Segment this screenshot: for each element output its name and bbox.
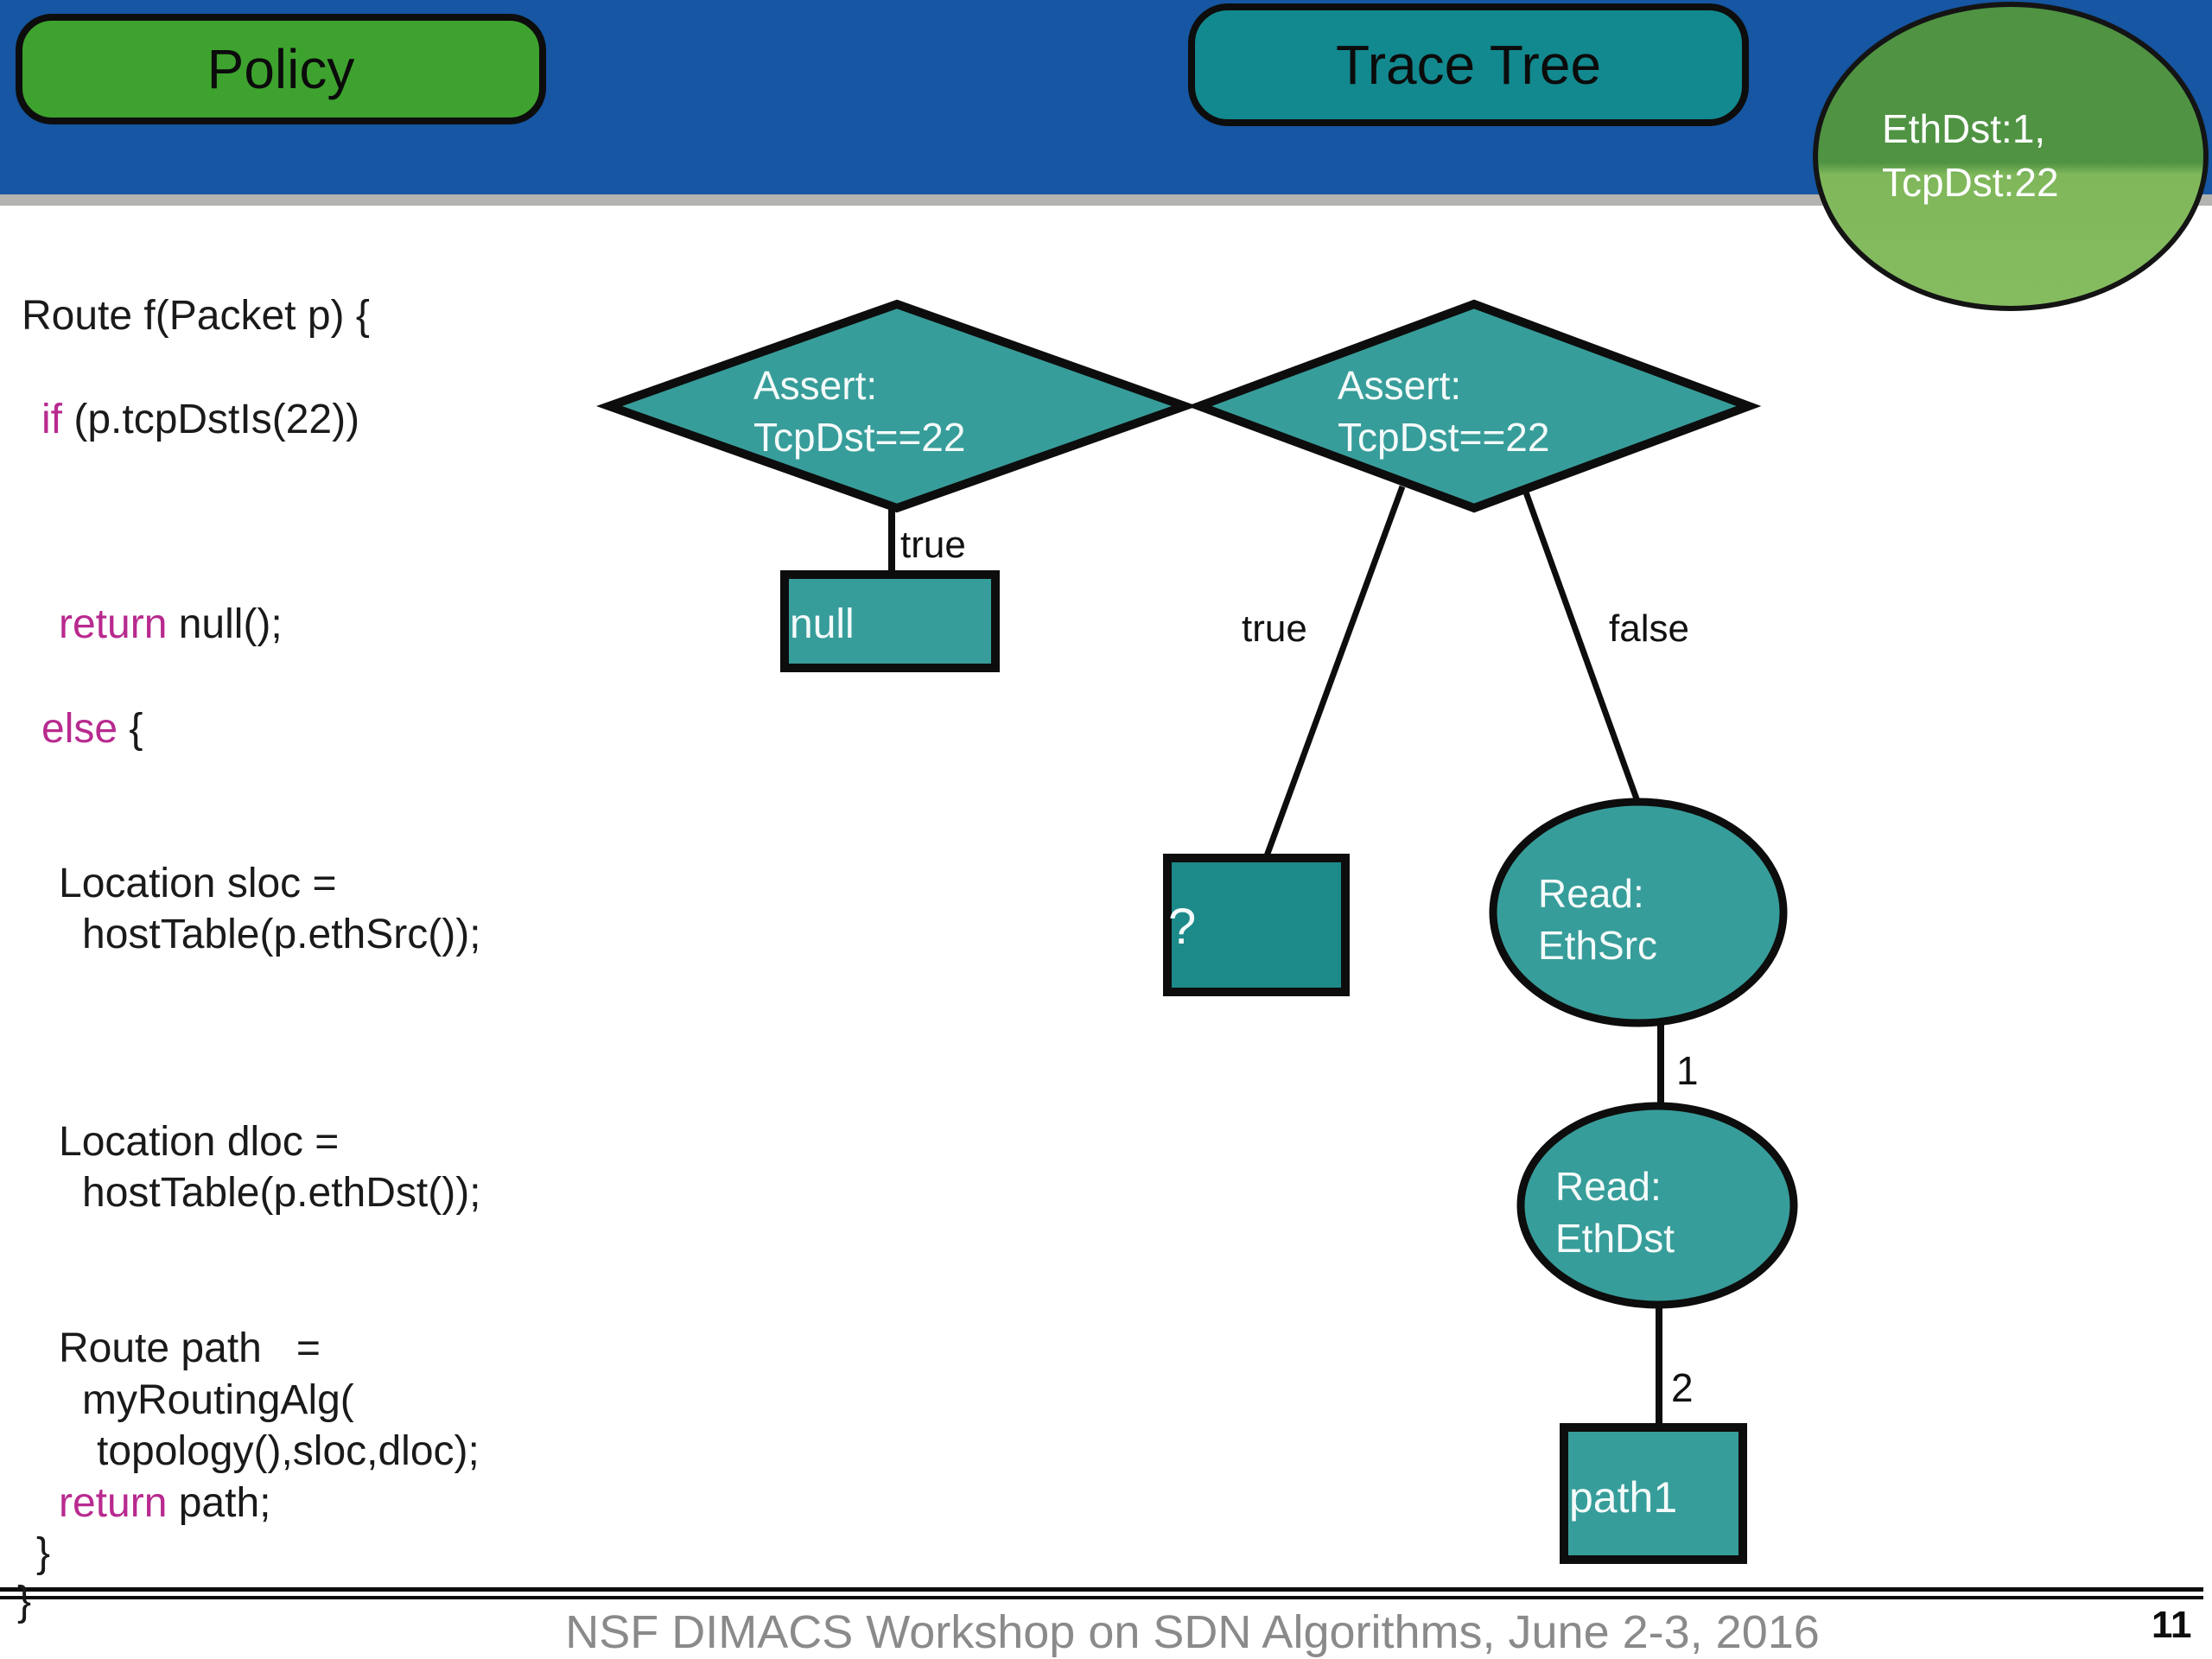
header-bar-shadow bbox=[0, 194, 2212, 206]
code-line-location-dloc: Location dloc = bbox=[59, 1120, 339, 1165]
code-line-hosttable-dst: hostTable(p.ethDst()); bbox=[82, 1171, 481, 1216]
code-text: null(); bbox=[167, 601, 283, 647]
code-line-return-null: return null(); bbox=[59, 602, 283, 647]
read-ethsrc-line2: EthSrc bbox=[1538, 923, 1657, 968]
packet-ethdst-value: EthDst:1, bbox=[1882, 106, 2046, 151]
read-ethsrc-node bbox=[1489, 798, 1788, 1027]
unknown-leaf-label: ? bbox=[1168, 899, 1196, 955]
code-text: myRoutingAlg( bbox=[82, 1377, 354, 1423]
code-text: Location dloc = bbox=[59, 1119, 340, 1165]
code-line-route-f: Route f(Packet p) { bbox=[22, 294, 370, 339]
trace-tree-title-label: Trace Tree bbox=[1335, 34, 1602, 96]
policy-title-label: Policy bbox=[207, 38, 355, 100]
code-line-topology: topology(),sloc,dloc); bbox=[97, 1429, 480, 1474]
code-line-myroutingalg: myRoutingAlg( bbox=[82, 1378, 354, 1423]
edge-left-true-label: true bbox=[900, 524, 966, 566]
code-text: path; bbox=[167, 1480, 271, 1526]
packet-ellipse: EthDst:1, TcpDst:22 bbox=[1813, 2, 2209, 311]
code-line-hosttable-src: hostTable(p.ethSrc()); bbox=[82, 912, 481, 957]
footer-title: NSF DIMACS Workshop on SDN Algorithms, J… bbox=[565, 1606, 1820, 1658]
keyword-return: return bbox=[59, 1480, 168, 1526]
path1-leaf-label: path1 bbox=[1569, 1473, 1677, 1522]
code-text: hostTable(p.ethSrc()); bbox=[82, 912, 481, 957]
code-line-close-brace-2: } bbox=[17, 1580, 31, 1624]
edge-right-true-label: true bbox=[1242, 607, 1307, 650]
code-line-else: else { bbox=[41, 707, 143, 752]
packet-tcpdst-value: TcpDst:22 bbox=[1882, 160, 2059, 205]
assert-right-line1: Assert: bbox=[1338, 363, 1461, 408]
read-ethsrc-line1: Read: bbox=[1538, 871, 1644, 916]
edge-right-false-label: false bbox=[1609, 607, 1689, 650]
code-line-location-sloc: Location sloc = bbox=[59, 861, 337, 906]
packet-ellipse-text: EthDst:1, TcpDst:22 bbox=[1882, 102, 2059, 209]
keyword-return: return bbox=[59, 601, 168, 647]
edge-right-false bbox=[1522, 488, 1642, 805]
code-text: } bbox=[17, 1579, 32, 1624]
edge-value-1-label: 1 bbox=[1676, 1048, 1699, 1093]
assert-left-line1: Assert: bbox=[753, 363, 877, 408]
keyword-else: else bbox=[41, 706, 118, 752]
code-line-if: if (p.tcpDstIs(22)) bbox=[41, 397, 359, 442]
footer-rule-top bbox=[0, 1587, 2203, 1592]
assert-diamond-left bbox=[596, 299, 1198, 513]
code-text: Route path = bbox=[59, 1325, 321, 1371]
keyword-if: if bbox=[41, 397, 62, 442]
read-ethdst-line1: Read: bbox=[1555, 1164, 1662, 1209]
read-ethdst-line2: EthDst bbox=[1555, 1216, 1675, 1261]
code-text: { bbox=[118, 706, 143, 752]
code-line-route-path: Route path = bbox=[59, 1326, 321, 1371]
code-text: Route f(Packet p) { bbox=[22, 293, 370, 339]
code-text: Location sloc = bbox=[59, 861, 337, 906]
edge-value-2-label: 2 bbox=[1671, 1365, 1694, 1410]
code-line-close-brace-1: } bbox=[36, 1531, 50, 1576]
code-line-return-path: return path; bbox=[59, 1481, 270, 1526]
trace-tree-title-shape: Trace Tree bbox=[1188, 3, 1749, 126]
code-text: } bbox=[36, 1530, 51, 1576]
code-text: topology(),sloc,dloc); bbox=[97, 1428, 480, 1474]
unknown-leaf-box bbox=[1163, 854, 1350, 996]
null-leaf-label: null bbox=[790, 601, 855, 647]
footer-rule-bottom bbox=[0, 1596, 2203, 1599]
assert-diamond-right bbox=[1186, 299, 1762, 513]
code-text: (p.tcpDstIs(22)) bbox=[62, 397, 360, 442]
page-number: 11 bbox=[2152, 1604, 2192, 1646]
path1-leaf-box bbox=[1560, 1423, 1747, 1564]
policy-title-shape: Policy bbox=[16, 14, 546, 124]
edge-right-true bbox=[1262, 485, 1406, 862]
null-leaf-box bbox=[780, 570, 1000, 672]
assert-right-line2: TcpDst==22 bbox=[1338, 415, 1549, 460]
assert-left-line2: TcpDst==22 bbox=[753, 415, 965, 460]
code-text: hostTable(p.ethDst()); bbox=[82, 1170, 481, 1216]
